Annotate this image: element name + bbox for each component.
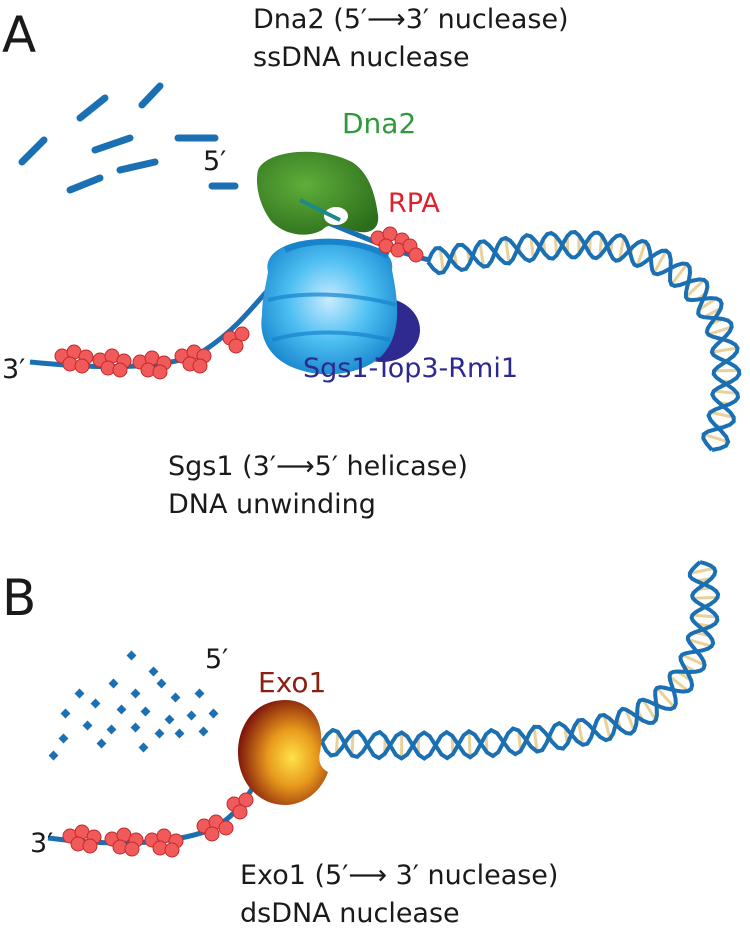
rpa-cluster — [93, 349, 131, 377]
nucleotide-dot — [149, 667, 159, 677]
exo1-protein — [238, 700, 328, 805]
dsdna-helix-b — [322, 562, 718, 759]
rpa-cluster — [145, 829, 183, 857]
three-prime-label-b: 3′ — [30, 828, 53, 859]
base-pair-rung — [469, 731, 470, 757]
rpa-label: RPA — [388, 188, 440, 219]
rpa-cluster — [105, 828, 143, 856]
five-prime-label-a: 5′ — [203, 146, 226, 177]
panel-a-bottom-caption-line1: Sgs1 (3′⟶5′ helicase) — [168, 451, 468, 482]
nucleotide-dot — [107, 725, 117, 735]
dna2-label: Dna2 — [342, 107, 416, 140]
panel-a-top-caption-line2: ssDNA nuclease — [253, 42, 470, 73]
helix-strand-2 — [428, 232, 739, 450]
panel-b-letter: B — [2, 569, 36, 627]
nucleotide-dot — [209, 709, 219, 719]
panel-b-caption-line2: dsDNA nuclease — [240, 898, 460, 929]
nucleotide-dot — [49, 751, 59, 761]
panel-a: A Dna2 (5′⟶3′ nuclease) ssDNA nuclease 5… — [2, 4, 739, 520]
nucleotide-dot — [117, 705, 127, 715]
nucleotide-dot — [83, 721, 93, 731]
rpa-cluster — [133, 351, 171, 379]
panel-b-caption-line1: Exo1 (5′⟶ 3′ nuclease) — [240, 860, 558, 891]
str-complex-label: Sgs1-Top3-Rmi1 — [303, 353, 518, 384]
exo1-label: Exo1 — [258, 666, 326, 699]
panel-a-letter: A — [2, 6, 36, 64]
base-pair-rung — [693, 597, 718, 598]
nucleotide-dot — [139, 743, 149, 753]
nucleotide-dot — [61, 709, 71, 719]
nucleotide-dot — [131, 689, 141, 699]
nucleotide-dot — [91, 699, 101, 709]
panel-a-bottom-caption-line2: DNA unwinding — [168, 489, 376, 520]
dna2-protein — [257, 152, 378, 235]
nucleotide-dot — [195, 689, 205, 699]
nucleotide-dot — [171, 693, 181, 703]
nucleotide-dot — [131, 723, 141, 733]
panel-a-top-caption-line1: Dna2 (5′⟶3′ nuclease) — [253, 4, 569, 35]
helix-strand-2 — [322, 562, 717, 758]
nucleotide-dot — [141, 707, 151, 717]
nucleotide-dot — [165, 715, 175, 725]
nucleotide-dot — [59, 734, 69, 744]
helix-strand-1 — [322, 562, 718, 759]
rpa-clusters-b — [63, 793, 253, 857]
nucleotide-dot — [127, 651, 137, 661]
three-prime-label-a: 3′ — [2, 354, 25, 385]
rpa-cluster — [175, 345, 211, 373]
helix-strand-1 — [428, 233, 738, 450]
nucleotide-dot — [187, 711, 197, 721]
nucleotide-dot — [157, 679, 167, 689]
nucleotide-dot — [199, 727, 209, 737]
rpa-cluster — [55, 345, 93, 373]
dsdna-helix-a — [428, 232, 739, 450]
nucleotide-dot — [155, 729, 165, 739]
nucleotide-dot — [175, 729, 185, 739]
nucleotide-dot — [97, 739, 107, 749]
five-prime-label-b: 5′ — [205, 644, 228, 675]
nucleotide-dot — [109, 679, 119, 689]
panel-b: B 5′ Exo1 3′ Exo1 (5′⟶ 3′ nuclease) dsDN… — [2, 562, 718, 929]
degraded-nucleotides — [49, 651, 219, 761]
rpa-cluster — [63, 825, 101, 853]
nucleotide-dot — [75, 689, 85, 699]
